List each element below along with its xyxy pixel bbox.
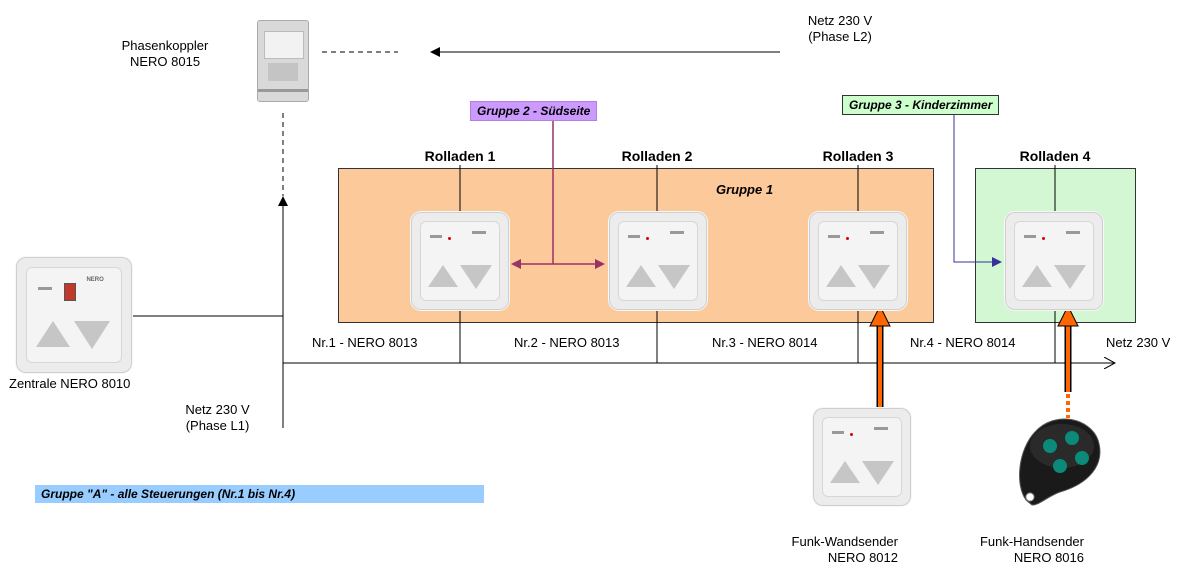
zentrale-brand: NERO [86, 277, 104, 284]
group-3-link-line [953, 114, 1002, 267]
nr-4-label: Nr.4 - NERO 8014 [910, 335, 1016, 350]
wall-switch-icon [809, 212, 907, 310]
phase-coupler-icon [257, 20, 309, 102]
netz-right-label: Netz 230 V [1106, 335, 1171, 350]
wall-switch-icon [1005, 212, 1103, 310]
nr-3-label: Nr.3 - NERO 8014 [712, 335, 818, 350]
nr-1-label: Nr.1 - NERO 8013 [312, 335, 418, 350]
wall-switch-icon: NERO [16, 257, 132, 373]
rolladen-4-label: Rolladen 4 [1019, 148, 1091, 164]
remote-fob-icon [1019, 418, 1101, 506]
group-3-tag: Gruppe 3 - Kinderzimmer [842, 95, 1000, 115]
nr-2-label: Nr.2 - NERO 8013 [514, 335, 620, 350]
radio-arrow-handsender [1057, 304, 1079, 418]
netz-l1-label: Netz 230 V(Phase L1) [185, 402, 250, 433]
netz-l2-label: Netz 230 V(Phase L2) [807, 13, 873, 44]
group-1-label: Gruppe 1 [716, 182, 774, 197]
group-a-tag: Gruppe "A" - alle Steuerungen (Nr.1 bis … [35, 485, 484, 503]
rolladen-1-label: Rolladen 1 [424, 148, 496, 164]
rolladen-2-label: Rolladen 2 [621, 148, 693, 164]
zentrale-label: Zentrale NERO 8010 [9, 376, 131, 391]
wall-switch-icon [813, 408, 911, 506]
wall-switch-icon [609, 212, 707, 310]
rolladen-3-label: Rolladen 3 [822, 148, 894, 164]
wall-switch-icon [411, 212, 509, 310]
group-2-tag: Gruppe 2 - Südseite [470, 101, 598, 121]
